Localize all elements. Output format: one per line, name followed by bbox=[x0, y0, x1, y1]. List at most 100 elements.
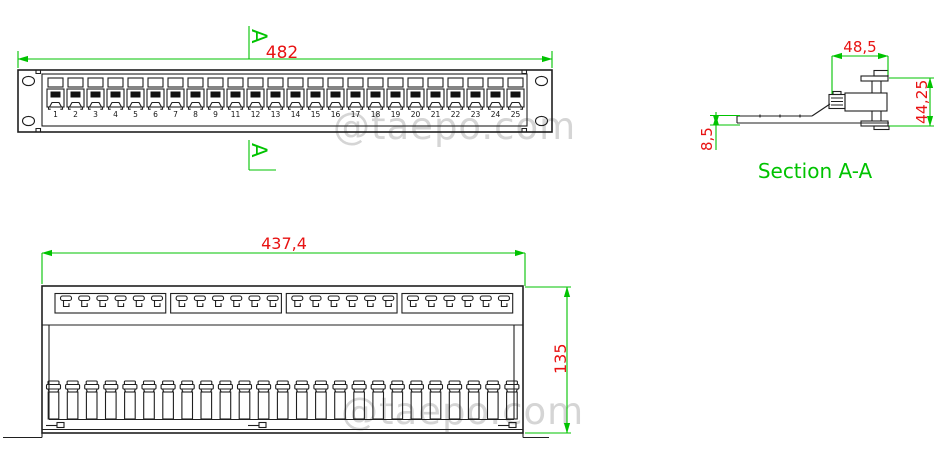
cable-hook bbox=[425, 295, 438, 308]
port-number-label: 4 bbox=[113, 110, 118, 119]
cable-hook bbox=[443, 295, 456, 308]
jack-block bbox=[844, 92, 888, 112]
section-top-dimension: 48,5 bbox=[831, 38, 889, 94]
rear-view: 437,4 135 bbox=[3, 234, 571, 439]
rj45-port: 19 bbox=[386, 77, 405, 119]
cable-hook bbox=[479, 295, 492, 308]
cable-hook bbox=[59, 295, 73, 308]
rj45-port: 14 bbox=[286, 77, 305, 119]
port-number-label: 9 bbox=[213, 110, 218, 119]
front-width-dimension: 482 bbox=[17, 43, 553, 68]
cable-hook bbox=[132, 295, 145, 308]
port-number-label: 6 bbox=[153, 110, 158, 119]
front-face-recess bbox=[41, 73, 528, 127]
idc-connector bbox=[351, 380, 367, 420]
section-cut-marker-bottom: A bbox=[247, 140, 276, 171]
plug-contacts bbox=[831, 97, 843, 106]
bar-ticks bbox=[759, 114, 801, 118]
cable-hook bbox=[114, 295, 127, 308]
rj45-port: 16 bbox=[326, 77, 345, 119]
port-number-label: 18 bbox=[371, 110, 381, 119]
rj45-port: 6 bbox=[146, 77, 165, 119]
cable-hook bbox=[212, 295, 225, 308]
port-number-label: 5 bbox=[133, 110, 138, 119]
section-diagonal bbox=[811, 103, 831, 117]
mount-hole-bottom-right bbox=[534, 115, 549, 127]
section-title: Section A-A bbox=[758, 159, 873, 183]
cable-hook bbox=[78, 295, 91, 308]
rj45-port: 25 bbox=[506, 77, 525, 119]
port-number-label: 23 bbox=[471, 110, 481, 119]
idc-connector bbox=[236, 380, 253, 420]
port-number-label: 7 bbox=[173, 110, 178, 119]
rj45-port: 23 bbox=[466, 77, 485, 119]
rear-width-dimension: 437,4 bbox=[41, 234, 526, 286]
section-left-dimension: 8,5 bbox=[698, 112, 740, 151]
section-left-label: 8,5 bbox=[698, 127, 716, 151]
cable-hook bbox=[230, 295, 243, 308]
front-panel-outline bbox=[17, 69, 553, 133]
front-width-label: 482 bbox=[266, 43, 298, 63]
rj45-port: 5 bbox=[126, 77, 145, 119]
cable-hook bbox=[248, 295, 261, 308]
port-number-label: 1 bbox=[53, 110, 58, 119]
cable-hook bbox=[406, 295, 420, 308]
rear-height-dimension: 135 bbox=[525, 286, 571, 434]
cable-hook bbox=[497, 295, 511, 308]
port-number-label: 14 bbox=[291, 110, 301, 119]
rj45-port: 13 bbox=[266, 77, 285, 119]
section-view: 48,5 44,25 8,5 Section A-A bbox=[698, 38, 934, 183]
rj45-port: 22 bbox=[446, 77, 465, 119]
rj45-port: 4 bbox=[106, 77, 125, 119]
foot-center bbox=[248, 421, 267, 429]
port-number-label: 15 bbox=[311, 110, 321, 119]
section-right-dimension: 44,25 bbox=[889, 77, 934, 127]
hook-group bbox=[401, 292, 514, 314]
port-number-label: 8 bbox=[193, 110, 198, 119]
hook-group bbox=[285, 292, 398, 314]
section-letter-bottom: A bbox=[247, 143, 271, 158]
idc-connector bbox=[198, 380, 214, 420]
rj45-port: 11 bbox=[226, 77, 245, 119]
section-letter-top: A bbox=[247, 29, 271, 44]
section-cut-marker-top: A bbox=[247, 26, 271, 59]
cable-hook bbox=[96, 295, 109, 308]
section-right-label: 44,25 bbox=[913, 80, 931, 124]
mount-hole-top-right bbox=[534, 75, 549, 87]
plug-latch bbox=[832, 90, 842, 96]
idc-connector bbox=[84, 380, 100, 420]
base-flanges bbox=[3, 433, 549, 439]
inner-side-walls bbox=[48, 325, 515, 420]
port-number-label: 16 bbox=[331, 110, 341, 119]
port-number-label: 17 bbox=[351, 110, 361, 119]
port-number-label: 2 bbox=[73, 110, 78, 119]
rj45-port: 18 bbox=[366, 77, 385, 119]
rj45-port: 9 bbox=[206, 77, 225, 119]
rear-width-label: 437,4 bbox=[261, 234, 307, 253]
rj45-port: 1 bbox=[46, 77, 65, 119]
foot-left bbox=[46, 421, 65, 429]
rear-body-outline bbox=[41, 285, 524, 434]
flange-stem bbox=[871, 81, 882, 121]
rj45-port: 7 bbox=[166, 77, 185, 119]
port-number-label: 13 bbox=[271, 110, 281, 119]
mount-hole-bottom-left bbox=[21, 115, 36, 127]
section-top-label: 48,5 bbox=[843, 38, 876, 56]
hook-group bbox=[170, 292, 282, 314]
rj45-port: 21 bbox=[426, 77, 445, 119]
watermark-bottom: @taepo.com bbox=[341, 390, 584, 433]
cable-hook bbox=[327, 295, 340, 308]
cable-hook bbox=[345, 295, 358, 308]
rj45-port: 17 bbox=[346, 77, 365, 119]
port-number-label: 24 bbox=[491, 110, 501, 119]
rear-hook-strip bbox=[54, 292, 514, 314]
flange-tab-bottom bbox=[873, 125, 890, 131]
rj45-port: 8 bbox=[186, 77, 205, 119]
port-number-label: 19 bbox=[391, 110, 401, 119]
port-number-label: 11 bbox=[231, 110, 241, 119]
rj45-port: 3 bbox=[86, 77, 105, 119]
rj45-port: 24 bbox=[486, 77, 505, 119]
